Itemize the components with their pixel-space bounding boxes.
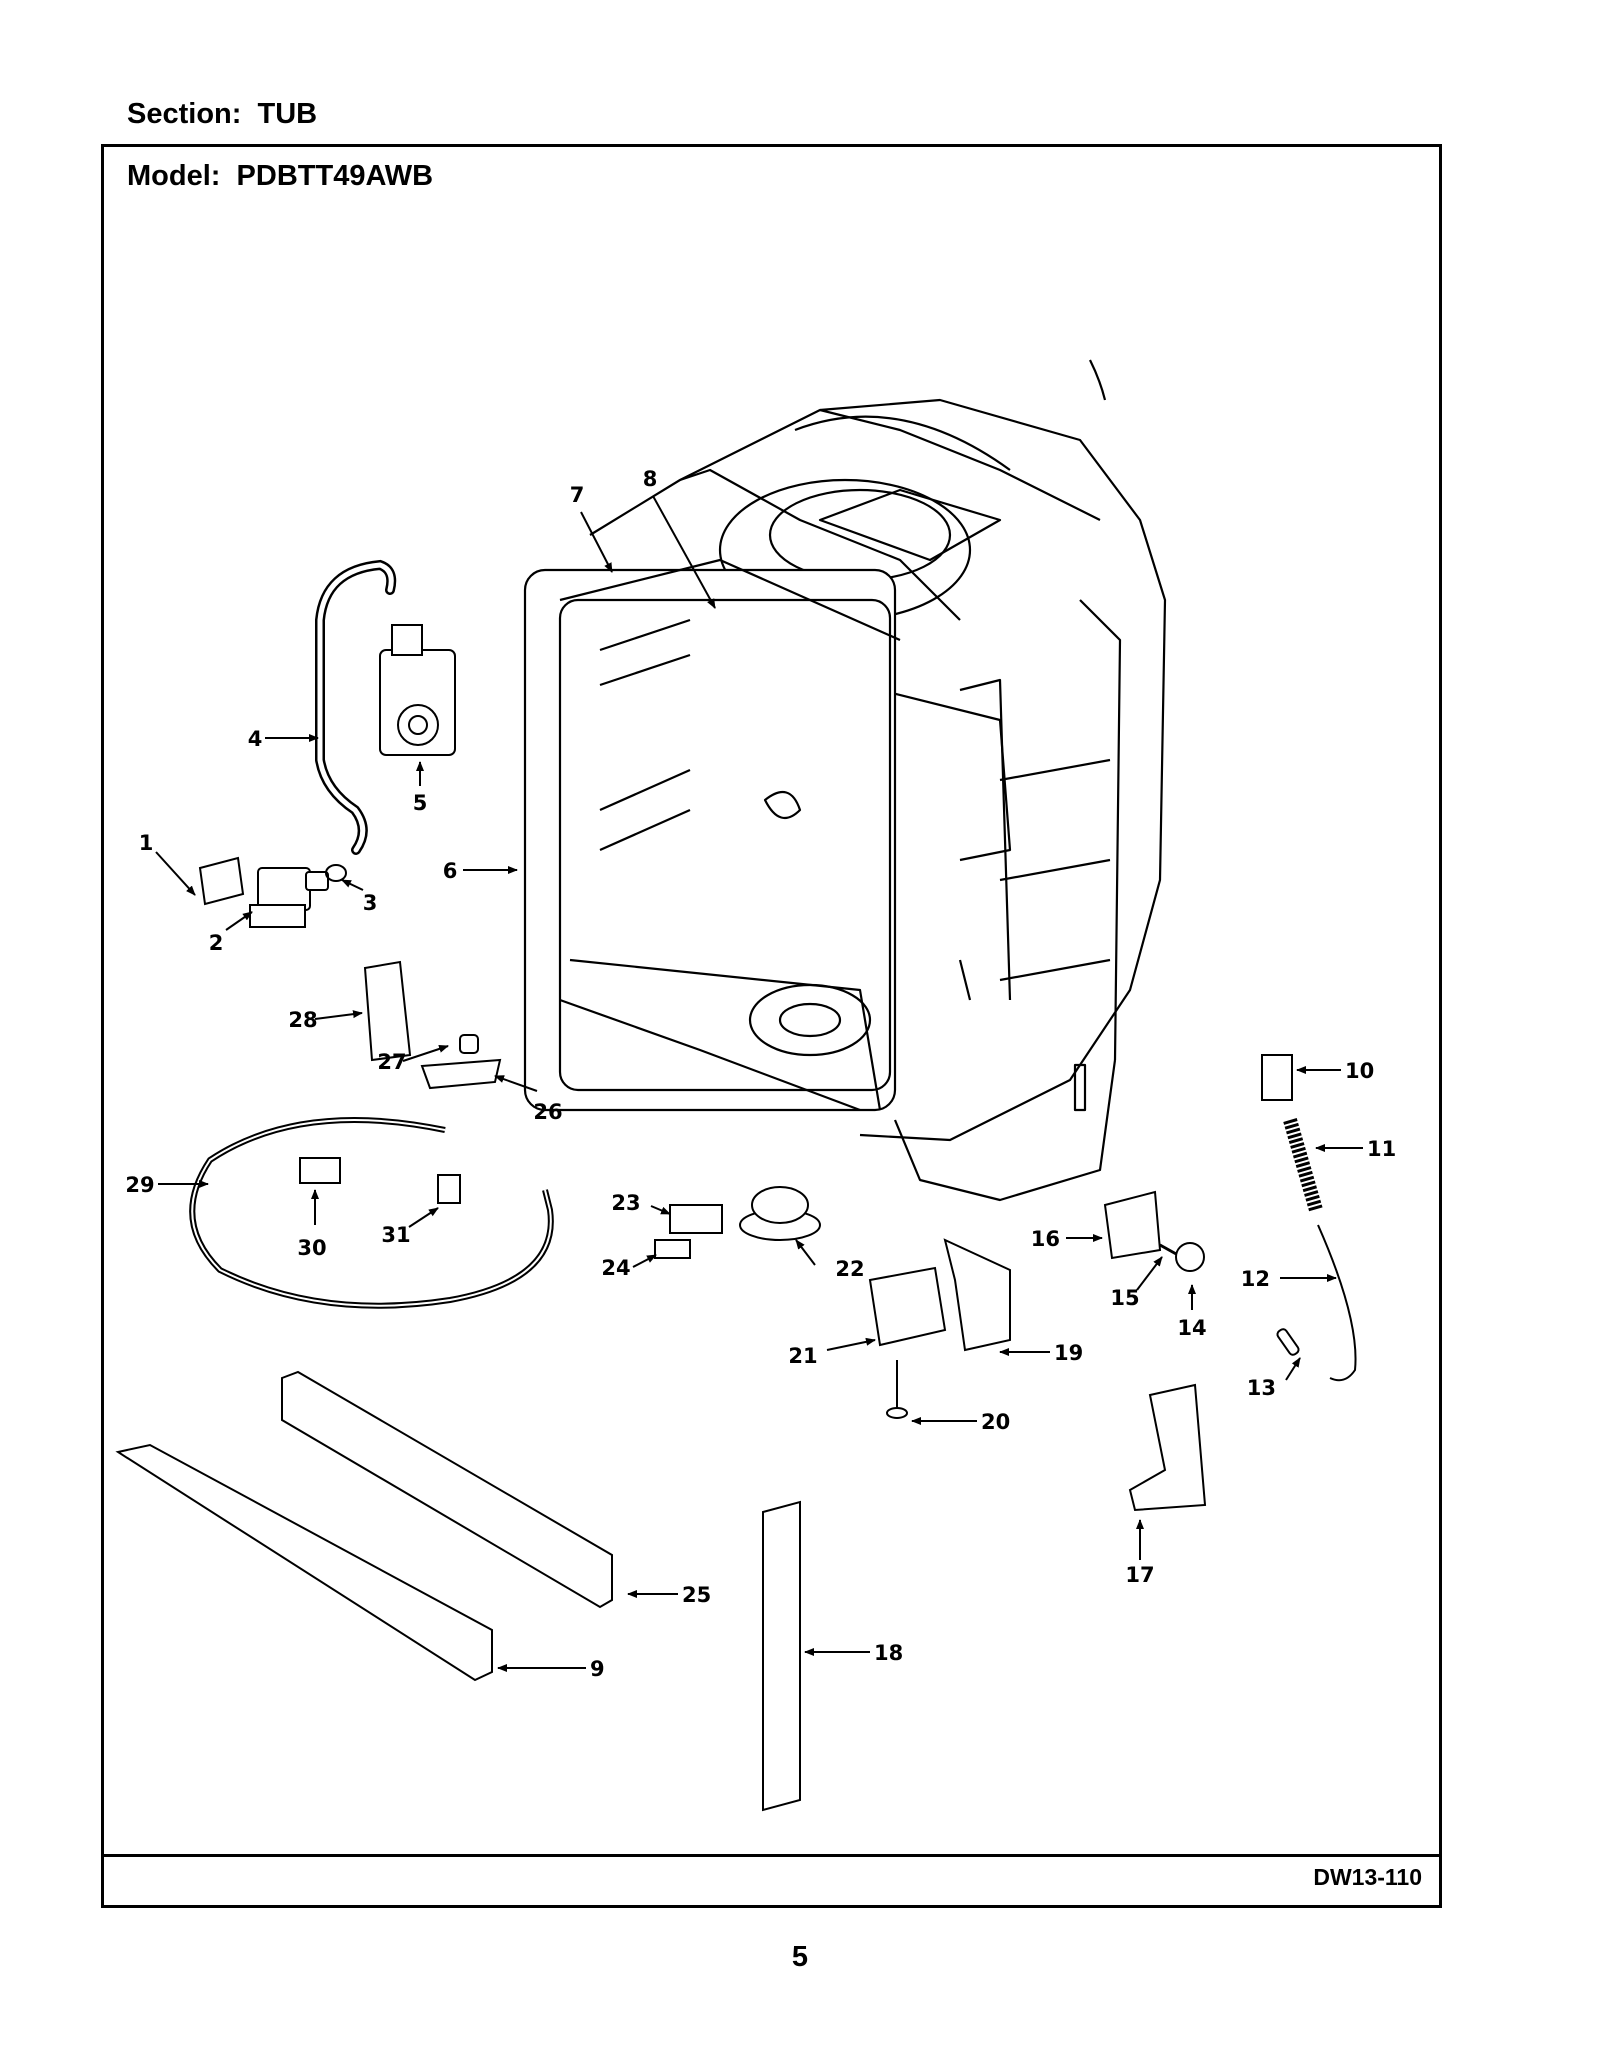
- callout-31: 31: [381, 1223, 410, 1247]
- callout-20: 20: [981, 1410, 1010, 1434]
- part-25-toe-panel: [281, 1370, 613, 1609]
- part-18-side-trim: [762, 1500, 801, 1812]
- callout-16: 16: [1031, 1227, 1060, 1251]
- callout-12: 12: [1241, 1267, 1270, 1291]
- callout-30: 30: [297, 1236, 326, 1260]
- model-title: Model: PDBTT49AWB: [127, 160, 434, 192]
- part-9-kick-plate: [115, 1443, 493, 1682]
- callout-5: 5: [413, 791, 428, 815]
- callout-25: 25: [682, 1583, 711, 1607]
- callout-22: 22: [835, 1257, 864, 1281]
- callout-23: 23: [611, 1191, 640, 1215]
- part-22-drain-pump: [739, 1186, 821, 1241]
- callout-21: 21: [788, 1344, 817, 1368]
- part-21-bracket: [868, 1266, 947, 1347]
- part-26-clip: [420, 1058, 502, 1090]
- diagram-frame: [101, 144, 1442, 1908]
- part-2-water-valve: [249, 867, 329, 928]
- page-number: 5: [791, 1941, 809, 1973]
- callout-13: 13: [1247, 1376, 1276, 1400]
- callout-28: 28: [288, 1008, 317, 1032]
- part-23-switch: [669, 1204, 723, 1234]
- tub-assembly: [523, 359, 1167, 1202]
- part-19-bracket: [943, 1238, 1011, 1352]
- part-15-bolt: [1159, 1243, 1179, 1257]
- part-13-link: [1276, 1328, 1300, 1356]
- part-31-nut: [437, 1174, 461, 1204]
- diagram-code: DW13-110: [1313, 1864, 1422, 1890]
- part-12-cable: [1317, 1224, 1357, 1382]
- section-title: Section: TUB: [127, 98, 318, 130]
- callout-3: 3: [363, 891, 378, 915]
- callout-6: 6: [443, 859, 458, 883]
- part-3-clamp: [325, 864, 347, 882]
- leader-lines: [155, 495, 1363, 1672]
- callout-7: 7: [570, 483, 585, 507]
- callout-1: 1: [139, 831, 154, 855]
- part-30-clip: [299, 1157, 341, 1184]
- callout-24: 24: [601, 1256, 630, 1280]
- part-27-cap: [459, 1034, 479, 1054]
- callout-4: 4: [248, 727, 263, 751]
- part-20-leveling-leg: [886, 1360, 908, 1419]
- part-17-hinge: [1128, 1383, 1207, 1512]
- callout-17: 17: [1125, 1563, 1154, 1587]
- callout-11: 11: [1367, 1137, 1396, 1161]
- callout-10: 10: [1345, 1059, 1374, 1083]
- part-29-harness: [189, 1117, 554, 1309]
- footer-divider: [101, 1854, 1439, 1857]
- part-10-spring-clip: [1261, 1054, 1293, 1101]
- callout-15: 15: [1110, 1286, 1139, 1310]
- part-28-bracket: [363, 960, 412, 1062]
- part-14-pulley: [1175, 1242, 1205, 1272]
- callout-2: 2: [209, 931, 224, 955]
- callout-27: 27: [377, 1050, 406, 1074]
- callout-14: 14: [1177, 1316, 1206, 1340]
- callout-8: 8: [643, 467, 658, 491]
- part-1-bracket: [198, 856, 245, 906]
- callout-29: 29: [125, 1173, 154, 1197]
- callout-19: 19: [1054, 1341, 1083, 1365]
- part-5-float-assembly: [379, 624, 456, 756]
- callout-9: 9: [590, 1657, 605, 1681]
- callout-labels: 1 2 3 4 5 6 7 8 9 10 11 12 13 14 15 16 1…: [125, 467, 1396, 1681]
- callout-18: 18: [874, 1641, 903, 1665]
- part-16-hinge-bracket: [1103, 1190, 1162, 1260]
- part-11-door-spring: [1283, 1118, 1323, 1212]
- callout-26: 26: [533, 1100, 562, 1124]
- part-24-clip: [654, 1239, 691, 1259]
